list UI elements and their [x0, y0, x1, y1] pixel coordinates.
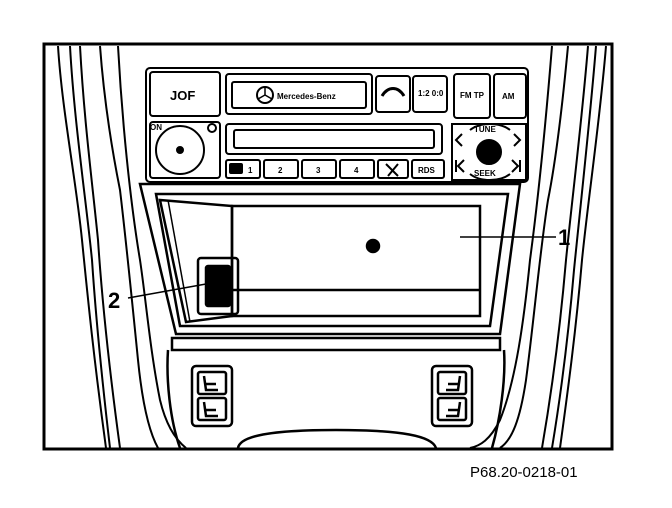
seat-heater-icon — [446, 401, 462, 418]
radio-btn-rds: RDS — [418, 166, 436, 175]
radio-unit: JOF Mercedes-Benz 1:2 0:0 FM TP AM ON 1 — [145, 67, 529, 183]
radio-brand: Mercedes-Benz — [277, 92, 336, 101]
tune-left-icon — [454, 133, 463, 147]
left-console-contours — [57, 45, 187, 449]
diagram-frame — [42, 42, 614, 451]
seat-heater-icon — [446, 375, 462, 392]
preset-1: 1 — [248, 166, 253, 175]
tune-right-icon — [513, 133, 522, 147]
tune-seek-cluster: TUNE SEEK — [451, 123, 527, 181]
callout-2-leader — [127, 283, 207, 299]
seek-left-icon — [455, 159, 465, 173]
radio-btn-jof: JOF — [170, 88, 195, 103]
radio-btn-am: AM — [502, 92, 515, 101]
preset-buttons: 1 2 3 4 RDS — [225, 159, 445, 179]
preset-2: 2 — [278, 166, 283, 175]
radio-btn-ratio: 1:2 0:0 — [418, 89, 444, 98]
compartment-lock-icon — [365, 238, 381, 254]
callout-1-label: 1 — [558, 225, 570, 250]
callout-2-label: 2 — [108, 288, 120, 313]
preset-3: 3 — [316, 166, 321, 175]
radio-btn-fm-tp: FM TP — [460, 91, 485, 100]
tune-knob — [476, 139, 502, 165]
radio-tune-label: TUNE — [474, 125, 496, 134]
lower-console — [166, 336, 506, 449]
right-console-contours — [469, 45, 607, 449]
cover-release — [196, 256, 240, 316]
mute-icon — [385, 163, 399, 177]
tape-cassette-icon — [229, 163, 243, 174]
seat-heater-switch-left — [190, 364, 234, 428]
seat-heater-icon — [202, 401, 218, 418]
figure-code: P68.20-0218-01 — [470, 464, 578, 481]
seat-heater-switch-right — [430, 364, 474, 428]
phone-icon — [380, 87, 406, 97]
storage-compartment — [138, 182, 522, 336]
radio-seek-label: SEEK — [474, 169, 496, 178]
preset-4: 4 — [354, 166, 359, 175]
seat-heater-icon — [202, 375, 218, 392]
radio-on-label: ON — [150, 123, 162, 132]
volume-knob — [155, 125, 205, 175]
seek-right-icon — [511, 159, 521, 173]
